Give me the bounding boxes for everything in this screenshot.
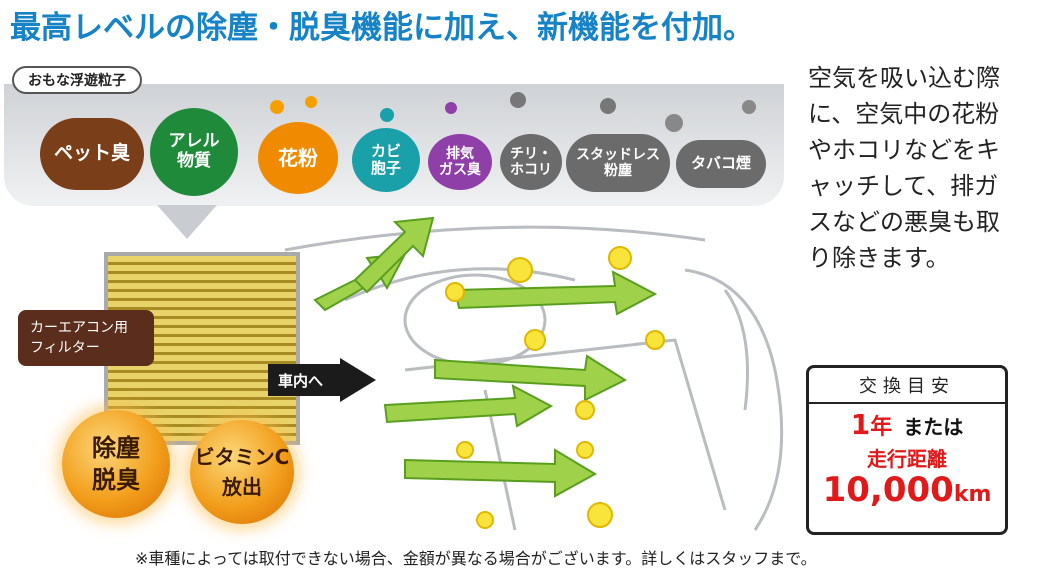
particle-label: 胞子	[370, 159, 401, 177]
filter-label-line: フィルター	[30, 340, 100, 356]
dust-dot-icon	[510, 92, 526, 108]
replacement-period: 1年 または	[809, 408, 1005, 441]
pollen-dot-icon	[270, 100, 284, 114]
particle-label: アレル	[168, 131, 220, 152]
particle-pet-odor: ペット臭	[40, 118, 144, 190]
footnote: ※車種によっては取付できない場合、金額が異なる場合がございます。詳しくはスタッフ…	[135, 549, 817, 568]
particle-label: スタッドレス	[576, 146, 660, 163]
particle-label: ガス臭	[439, 162, 481, 178]
feature-label: 除塵	[92, 434, 140, 462]
period-or: または	[903, 415, 964, 439]
feature-badge-vitamin-c: ビタミンC 放出	[190, 420, 294, 524]
particle-label: 排気	[446, 145, 474, 162]
distance-value: 10,000	[822, 469, 954, 510]
particle-pointer	[157, 205, 217, 239]
distance-unit: km	[953, 481, 992, 507]
period-number: 1	[850, 408, 871, 441]
headline: 最高レベルの除塵・脱臭機能に加え、新機能を付加。	[10, 10, 754, 46]
intake-arrow-label: 車内へ	[278, 372, 323, 390]
intake-arrow: 車内へ	[268, 358, 376, 402]
particle-label: タバコ煙	[690, 154, 751, 173]
feature-label: 脱臭	[92, 466, 140, 494]
description-text: 空気を吸い込む際に、空気中の花粉やホコリなどをキャッチして、排ガスなどの悪臭も取…	[808, 64, 1000, 272]
particle-pollen: 花粉	[258, 122, 338, 194]
particle-exhaust: 排気 ガス臭	[428, 134, 492, 190]
particle-label: 物質	[177, 151, 211, 171]
particle-label: カビ	[370, 141, 401, 160]
filter-label: カーエアコン用 フィルター	[18, 310, 154, 366]
particle-allergen: アレル 物質	[150, 108, 238, 196]
pollen-dot-icon	[305, 96, 317, 108]
car-interior-illustration	[284, 216, 784, 531]
dust-dot-icon	[600, 98, 616, 114]
particle-label: チリ・	[510, 145, 552, 162]
feature-label: 放出	[222, 475, 262, 499]
feature-badge-dust-odor: 除塵 脱臭	[62, 410, 170, 518]
filter-label-line: カーエアコン用	[30, 320, 128, 336]
spore-dot-icon	[380, 108, 394, 122]
particle-tobacco: タバコ煙	[676, 140, 766, 188]
particle-label: 花粉	[278, 145, 318, 170]
replacement-interval-box: 交換目安 1年 または 走行距離 10,000km	[806, 365, 1008, 535]
particle-studless: スタッドレス 粉塵	[566, 134, 670, 192]
particle-band-title: おもな浮遊粒子	[12, 66, 142, 94]
particle-label: 粉塵	[604, 163, 632, 179]
dust-dot-icon	[665, 114, 683, 132]
particle-label: ペット臭	[53, 142, 130, 165]
feature-label: ビタミンC	[194, 445, 290, 469]
period-unit: 年	[870, 415, 893, 440]
particle-dust: チリ・ ホコリ	[500, 134, 562, 190]
exhaust-dot-icon	[445, 102, 457, 114]
dust-dot-icon	[742, 100, 756, 114]
distance-value-row: 10,000km	[809, 469, 1005, 510]
particle-mold: カビ 胞子	[352, 128, 420, 192]
distance-label: 走行距離	[867, 446, 947, 471]
particle-label: ホコリ	[510, 162, 552, 178]
replacement-header: 交換目安	[809, 368, 1005, 404]
